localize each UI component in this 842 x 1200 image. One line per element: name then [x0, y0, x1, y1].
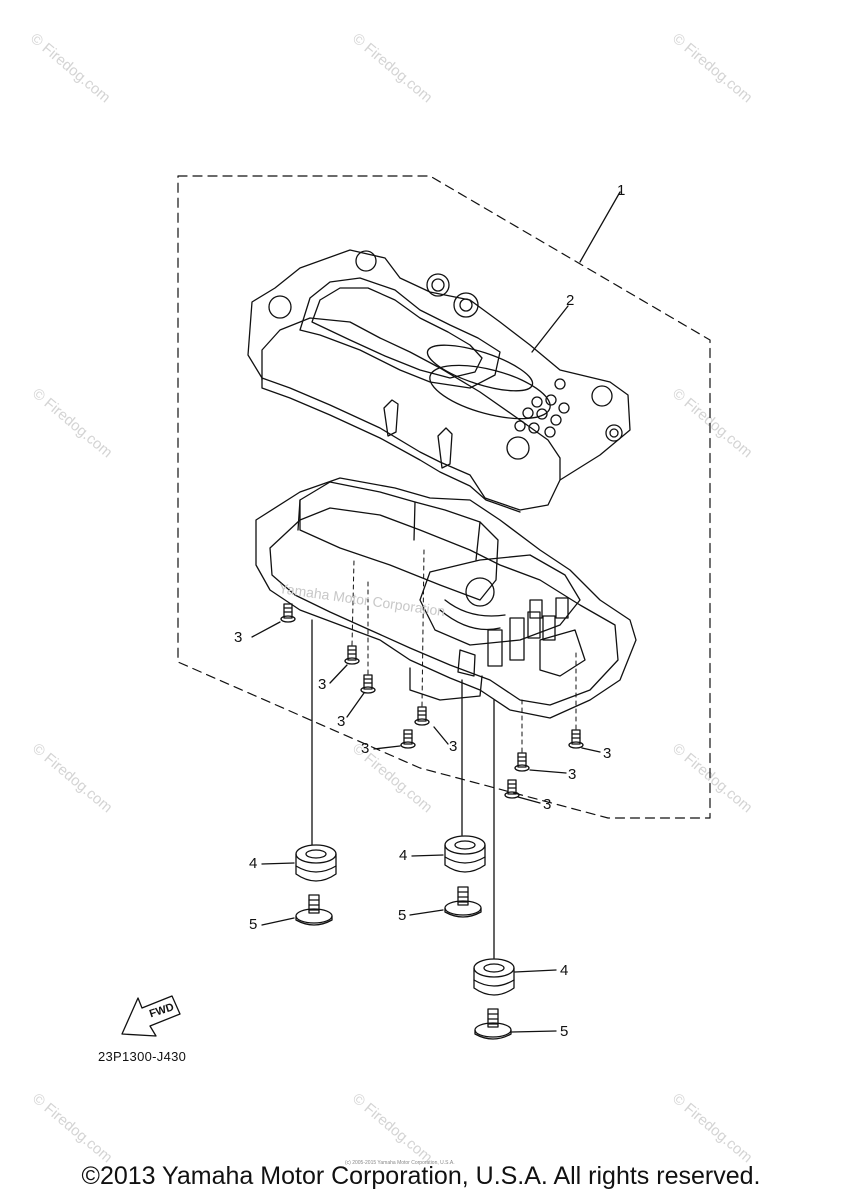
callout-part-3: 3	[449, 738, 458, 755]
callout-part-5: 5	[560, 1023, 569, 1040]
callout-part-3: 3	[234, 629, 243, 646]
bolt-alignment	[351, 549, 577, 753]
callout-part-3: 3	[361, 740, 370, 757]
callout-part-5: 5	[398, 907, 407, 924]
meter-cover	[247, 249, 631, 513]
bolt-4	[414, 706, 430, 726]
callout-part-1: 1	[617, 182, 626, 199]
callout-part-3: 3	[337, 713, 346, 730]
diagram-code: 23P1300-J430	[98, 1049, 187, 1064]
callout-part-3: 3	[603, 745, 612, 762]
callout-part-3: 3	[318, 676, 327, 693]
copyright-footer: ©2013 Yamaha Motor Corporation, U.S.A. A…	[81, 1162, 761, 1190]
bolts	[280, 603, 584, 799]
bolt-2	[344, 645, 360, 665]
bolt-1	[280, 603, 296, 623]
callout-part-3: 3	[543, 796, 552, 813]
callout-part-4: 4	[560, 962, 569, 979]
micro-credit: (c) 2005-2015 Yamaha Motor Corporation, …	[345, 1160, 455, 1166]
leader-line-2	[531, 305, 569, 353]
meter-case	[255, 477, 637, 719]
fwd-arrow-icon	[121, 995, 181, 1037]
callout-part-4: 4	[249, 855, 258, 872]
bolt-6	[568, 729, 584, 749]
leader-line-1	[579, 191, 621, 263]
bolt-3	[360, 674, 376, 694]
callout-part-3: 3	[568, 766, 577, 783]
bolt-7	[514, 752, 530, 772]
bolt-8	[504, 779, 520, 799]
assembly-boundary	[177, 175, 711, 819]
callout-part-2: 2	[566, 292, 575, 309]
grommets	[295, 619, 515, 1040]
bolt-5	[400, 729, 416, 749]
callout-part-5: 5	[249, 916, 258, 933]
callout-part-4: 4	[399, 847, 408, 864]
